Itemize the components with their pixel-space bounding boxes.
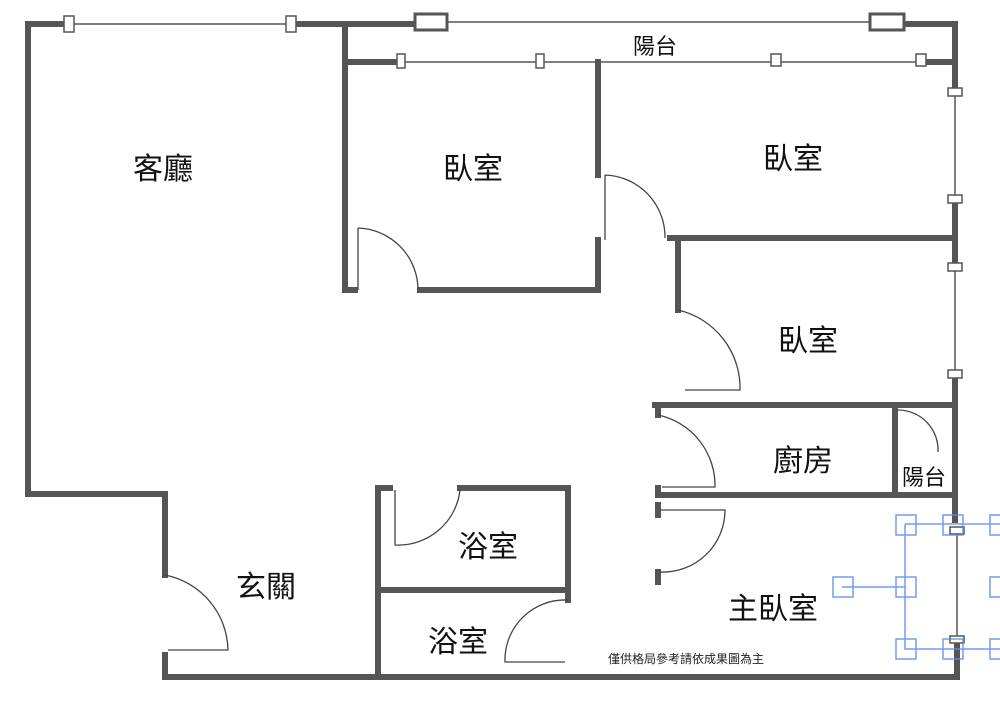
disclaimer-note: 僅供格局參考請依成果圖為主: [608, 652, 765, 666]
windows: [63, 12, 965, 644]
walls: [25, 21, 960, 680]
resize-handle[interactable]: [942, 638, 964, 660]
resize-handle[interactable]: [942, 514, 964, 536]
rotate-handle[interactable]: [832, 576, 854, 598]
room-label-kitchen: 廚房: [773, 444, 833, 479]
resize-handle[interactable]: [895, 514, 917, 536]
resize-handle[interactable]: [989, 576, 1000, 598]
resize-handle[interactable]: [895, 638, 917, 660]
resize-handle[interactable]: [989, 514, 1000, 536]
resize-handle[interactable]: [989, 638, 1000, 660]
doors: [164, 174, 939, 663]
room-label-bedroom-2: 臥室: [763, 142, 823, 177]
room-label-bedroom-1: 臥室: [443, 152, 503, 187]
room-label-living-room: 客廳: [133, 152, 193, 187]
room-label-bathroom-2: 浴室: [428, 625, 488, 660]
room-label-master-bedroom: 主臥室: [728, 592, 818, 627]
room-label-bedroom-3: 臥室: [778, 324, 838, 359]
room-label-bathroom-1: 浴室: [458, 530, 518, 565]
room-label-balcony-kitchen: 陽台: [902, 466, 947, 491]
resize-handle[interactable]: [895, 576, 917, 598]
room-label-entrance: 玄關: [236, 570, 296, 605]
room-label-balcony-top: 陽台: [633, 35, 678, 60]
